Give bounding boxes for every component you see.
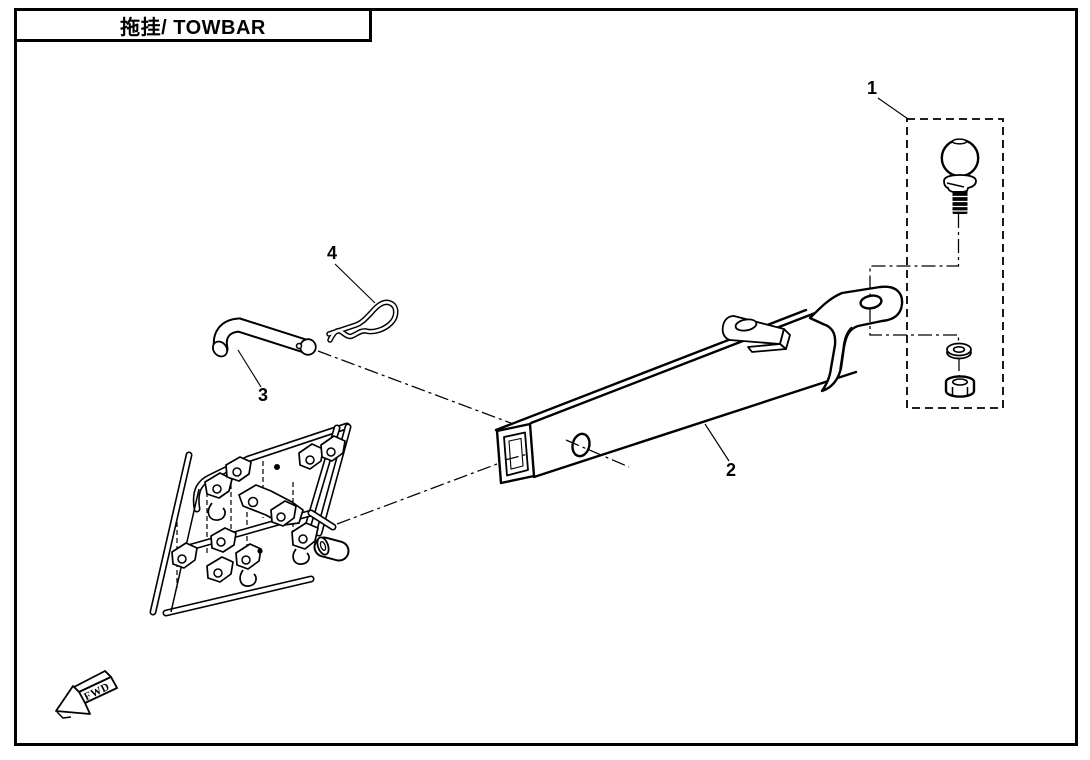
- ball-flange: [943, 174, 977, 194]
- part-label-4: 4: [327, 243, 337, 263]
- r-clip-drawing: [326, 299, 399, 343]
- page-title: 拖挂/ TOWBAR: [120, 16, 266, 39]
- receiver-opening: [316, 536, 330, 556]
- vehicle-frame-drawing: [149, 422, 352, 617]
- assembly-centerlines-rear: [317, 350, 517, 525]
- towbar-tongue: [808, 285, 904, 393]
- leader-line-1: [877, 97, 909, 120]
- tab-plate-hole: [734, 318, 758, 332]
- washer: [946, 342, 972, 360]
- part-labels: 1 2 3 4: [237, 78, 909, 480]
- tow-ball-assembly-drawing: [869, 118, 1004, 409]
- tow-ball: [940, 138, 980, 178]
- fwd-arrowhead: [55, 685, 91, 715]
- leader-line-4: [334, 263, 376, 304]
- page-border: [14, 8, 1078, 746]
- hitch-pin-drawing: [211, 317, 317, 358]
- part-label-2: 2: [726, 460, 736, 480]
- part-label-1: 1: [867, 78, 877, 98]
- part-label-3: 3: [258, 385, 268, 405]
- pin-clip-hole: [295, 342, 303, 350]
- leader-line-3: [237, 349, 262, 388]
- hex-nut: [944, 375, 976, 398]
- pin-end-face: [299, 338, 317, 356]
- tongue-hole: [859, 294, 883, 310]
- title-box: 拖挂/ TOWBAR: [14, 8, 372, 42]
- leader-line-2: [704, 423, 730, 462]
- pin-handle-tip: [211, 340, 229, 358]
- bolt-dot: [274, 464, 280, 470]
- part1-dashed-box: [906, 118, 1004, 409]
- towbar-drawing: [494, 285, 904, 485]
- bolt-dot: [257, 548, 263, 554]
- fwd-arrow: FWD: [55, 670, 118, 719]
- assembly-centerlines-front: [504, 439, 630, 468]
